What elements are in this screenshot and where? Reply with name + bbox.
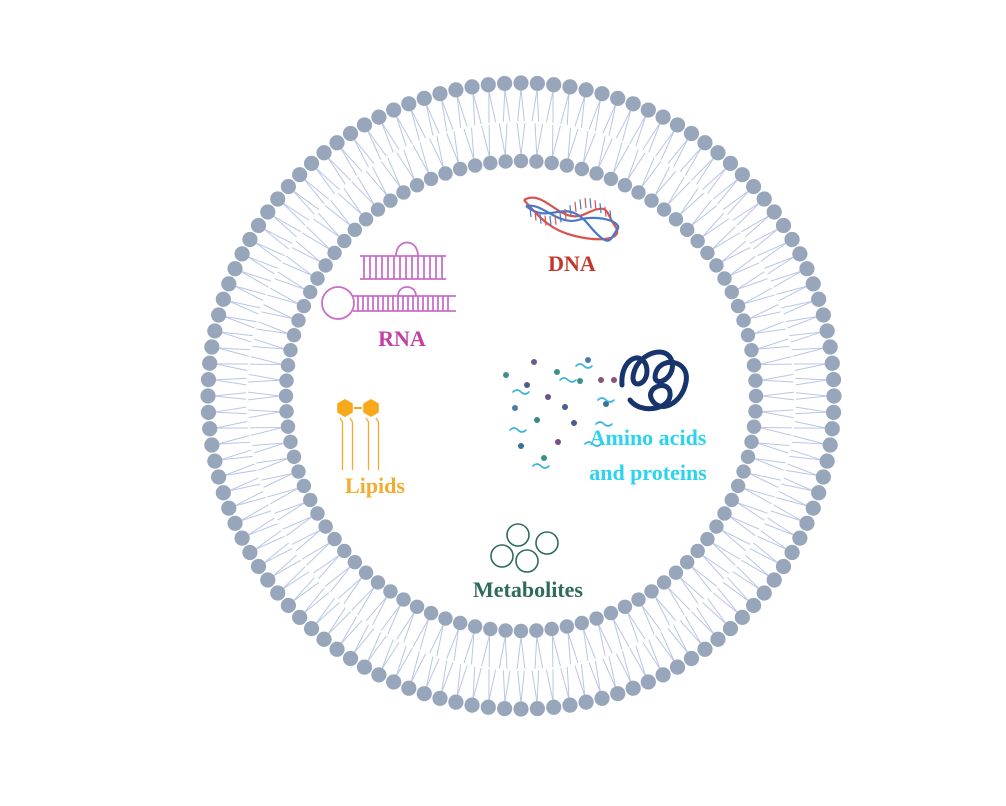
rna-hairpin-icon xyxy=(321,241,456,320)
lipid-molecule-icon xyxy=(337,399,380,470)
lipid-bilayer-icon xyxy=(200,75,842,717)
amino-acids-label-line2: and proteins xyxy=(589,460,707,485)
metabolites-label: Metabolites xyxy=(473,577,583,602)
amino-acid-dots-icon xyxy=(503,357,617,469)
lipids-label: Lipids xyxy=(345,473,405,498)
dna-helix-icon xyxy=(523,196,620,242)
amino-acids-label-line1: Amino acids xyxy=(590,425,707,450)
protein-coil-icon xyxy=(619,349,689,412)
rna-label: RNA xyxy=(378,326,426,351)
metabolite-circles-icon xyxy=(490,523,559,573)
dna-label: DNA xyxy=(548,251,596,276)
